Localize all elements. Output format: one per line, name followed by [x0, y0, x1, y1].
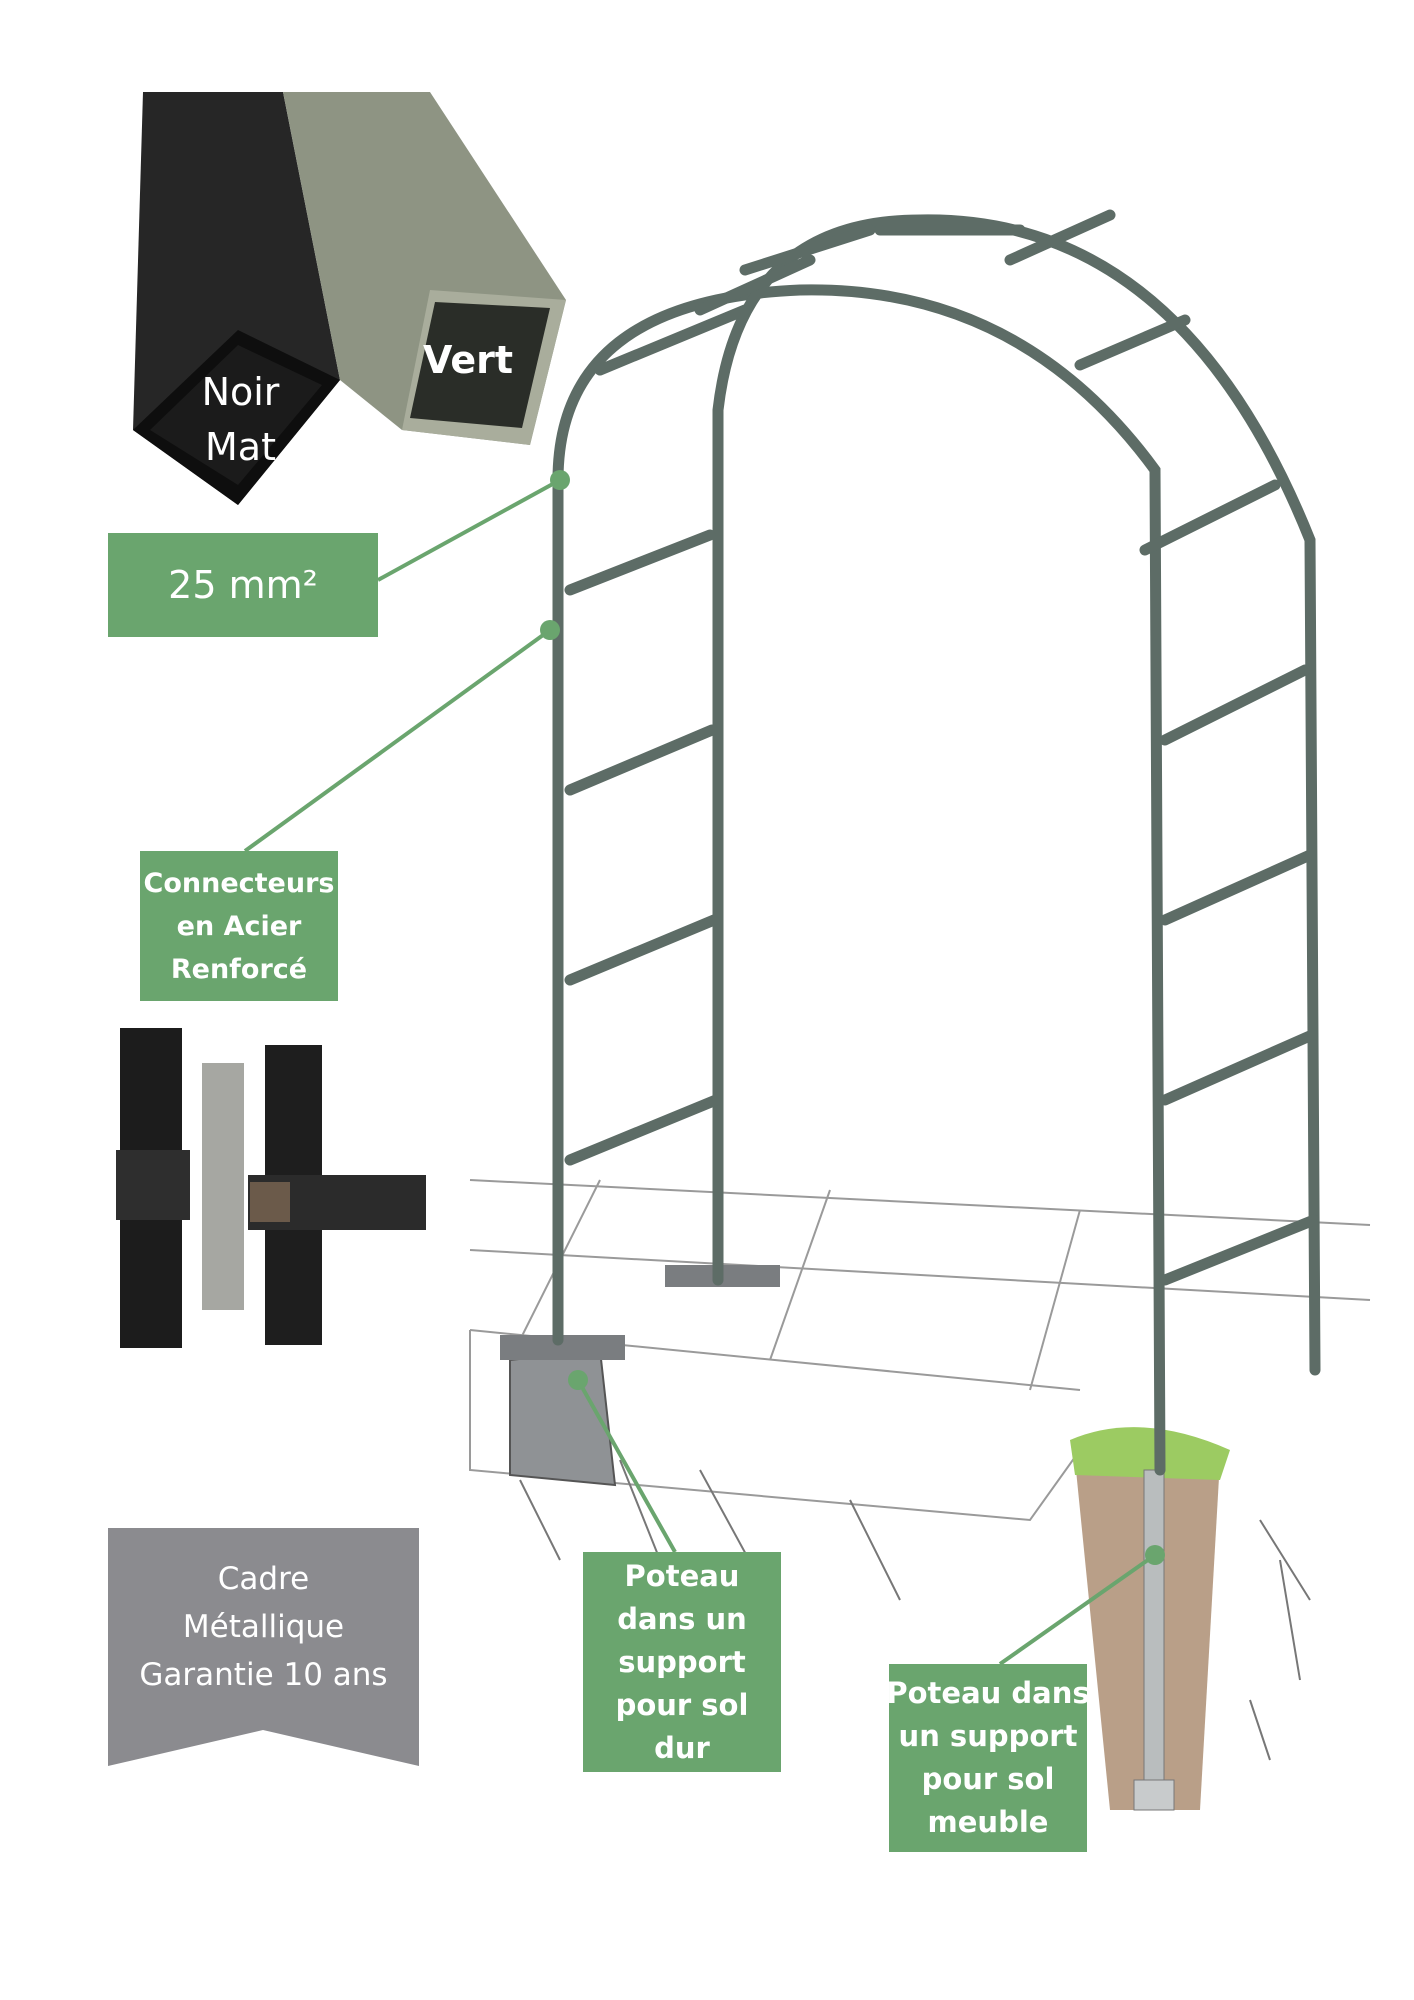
hard-ground-label: Poteau dans un support pour sol dur — [583, 1552, 781, 1772]
tube-size-label: 25 mm² — [108, 533, 378, 637]
black-colour-label: Noir Mat — [201, 370, 280, 469]
warranty-banner-shape — [108, 1528, 419, 1766]
paving-sketch — [469, 1179, 1371, 1761]
black-tube-swatch — [133, 92, 340, 505]
connectors-label: Connecteurs en Acier Renforcé — [140, 851, 338, 1001]
green-tube-swatch — [283, 92, 566, 445]
soft-ground-soil — [1070, 1427, 1230, 1811]
connectors-photo — [116, 1028, 426, 1348]
hard-ground-plate — [500, 1265, 780, 1487]
green-colour-label: Vert — [422, 338, 513, 382]
arch-frame — [552, 209, 1321, 1476]
warranty-banner: Cadre Métallique Garantie 10 ans — [139, 1561, 388, 1693]
leader-lines — [243, 478, 1157, 1666]
soft-ground-label: Poteau dans un support pour sol meuble — [886, 1664, 1090, 1852]
leader-dots — [540, 470, 1165, 1565]
